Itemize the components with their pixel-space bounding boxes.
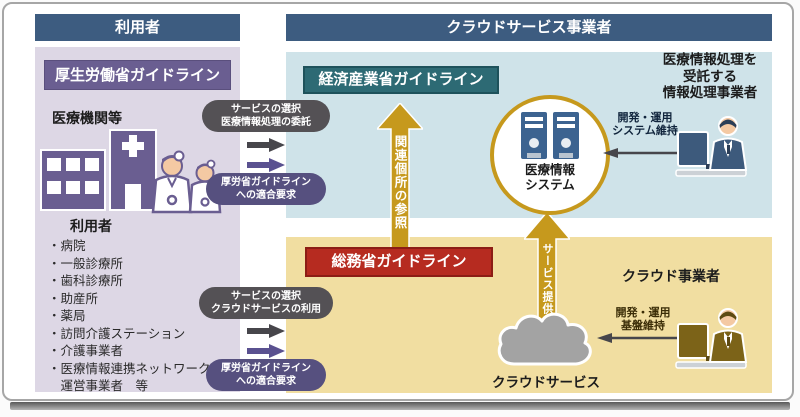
infra-maintain-label: 開発・運用 基盤維持 <box>615 307 671 332</box>
list-item: ・病院 <box>48 239 86 253</box>
list-item: ・薬局 <box>48 309 86 323</box>
list-item: ・介護事業者 <box>48 344 124 358</box>
service-selection-pill-top: サービスの選択 医療情報処理の委託 <box>202 100 330 132</box>
list-item: ・助産所 <box>48 291 99 306</box>
mic-guideline-box: 総務省ガイドライン <box>305 247 493 277</box>
meti-guideline-box: 経済産業省ガイドライン <box>303 66 499 94</box>
system-maintain-label: 開発・運用 システム維持 <box>612 112 678 137</box>
header-users: 利用者 <box>35 14 240 41</box>
mhlw-guideline-box: 厚生労働省ガイドライン <box>44 60 231 90</box>
list-item: ・歯科診療所 <box>48 274 124 288</box>
header-cloud-provider: クラウドサービス事業者 <box>286 14 772 41</box>
arrow-left-icon <box>603 148 686 158</box>
medical-info-system-circle: 医療情報 システム <box>490 95 610 215</box>
service-selection-pill-bottom: サービスの選択 クラウドサービスの利用 <box>199 287 333 319</box>
compliance-pill-bottom: 厚労省ガイドライン への適合要求 <box>206 359 326 391</box>
cloud-worker-icon <box>675 308 748 369</box>
arrow-right-icon <box>247 344 285 358</box>
frame-shadow <box>10 402 790 410</box>
cloud-provider-label: クラウド事業者 <box>622 268 720 284</box>
service-provision-arrow: サービス提供 <box>522 210 572 321</box>
it-worker-icon <box>675 116 748 177</box>
reference-arrow-label: 関連個所の参照 <box>392 135 407 230</box>
cloud-icon <box>497 312 592 366</box>
system-label: 医療情報 システム <box>524 163 575 192</box>
doctor-icon <box>151 150 193 214</box>
hospital-icon <box>40 129 222 214</box>
medical-facility-label: 医療機関等 <box>52 110 122 126</box>
user-list: ・病院 ・一般診療所 ・歯科診療所 ・助産所 ・薬局 ・訪問介護ステーション ・… <box>48 238 236 396</box>
cloud-service-label: クラウドサービス <box>492 375 600 390</box>
list-item: ・訪問介護ステーション <box>48 326 186 341</box>
nurse-icon <box>188 159 222 214</box>
reference-arrow: 関連個所の参照 <box>375 101 425 250</box>
server-icon <box>521 112 579 159</box>
service-arrow-label: サービス提供 <box>541 243 553 315</box>
list-item: ・医療情報連携ネットワーク 運営事業者 等 <box>48 361 211 394</box>
users-heading: 利用者 <box>70 218 112 234</box>
compliance-pill-top: 厚労省ガイドライン への適合要求 <box>206 173 326 205</box>
it-provider-label: 医療情報処理を 受託する 情報処理事業者 <box>662 52 758 100</box>
arrow-left-icon <box>597 333 684 343</box>
list-item: ・一般診療所 <box>48 256 124 271</box>
arrow-right-icon <box>247 324 285 338</box>
arrow-right-icon <box>247 158 285 172</box>
arrow-right-icon <box>247 138 285 152</box>
